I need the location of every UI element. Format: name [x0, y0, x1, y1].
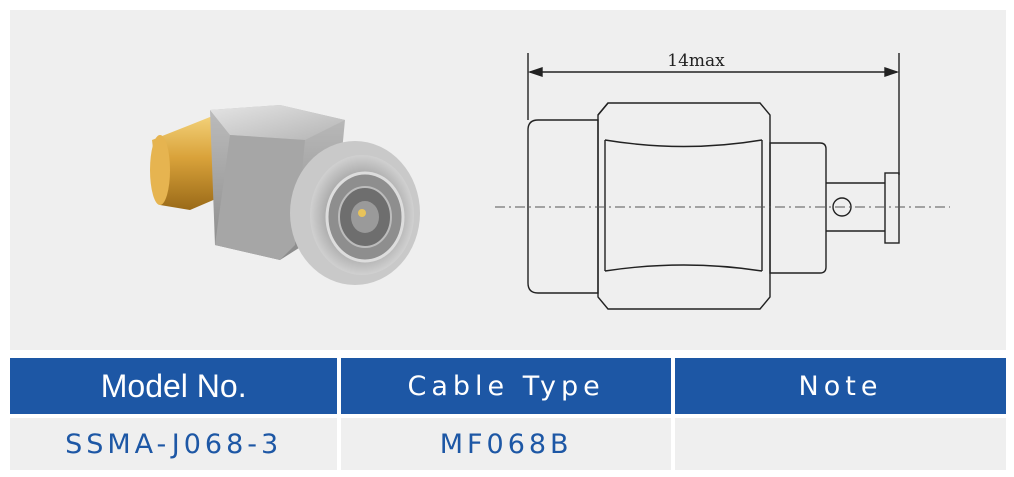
- header-cable-type: Cable Type: [337, 358, 671, 414]
- connector-technical-drawing: 14max: [495, 51, 950, 310]
- figure-panel: 14max: [10, 10, 1006, 350]
- table-header-row: Model No. Cable Type Note: [10, 358, 1006, 414]
- cell-model: SSMA-J068-3: [10, 418, 338, 470]
- connector-photo: [150, 105, 420, 285]
- cell-cable-type: MF068B: [337, 418, 671, 470]
- header-note: Note: [670, 358, 1006, 414]
- dimension-label: 14max: [667, 51, 725, 71]
- row-gap: [10, 414, 1006, 418]
- cell-note: [670, 418, 1006, 470]
- table-row: SSMA-J068-3 MF068B: [10, 418, 1006, 470]
- header-model-no: Model No.: [10, 358, 338, 414]
- spec-table: Model No. Cable Type Note SSMA-J068-3 MF…: [10, 358, 1006, 470]
